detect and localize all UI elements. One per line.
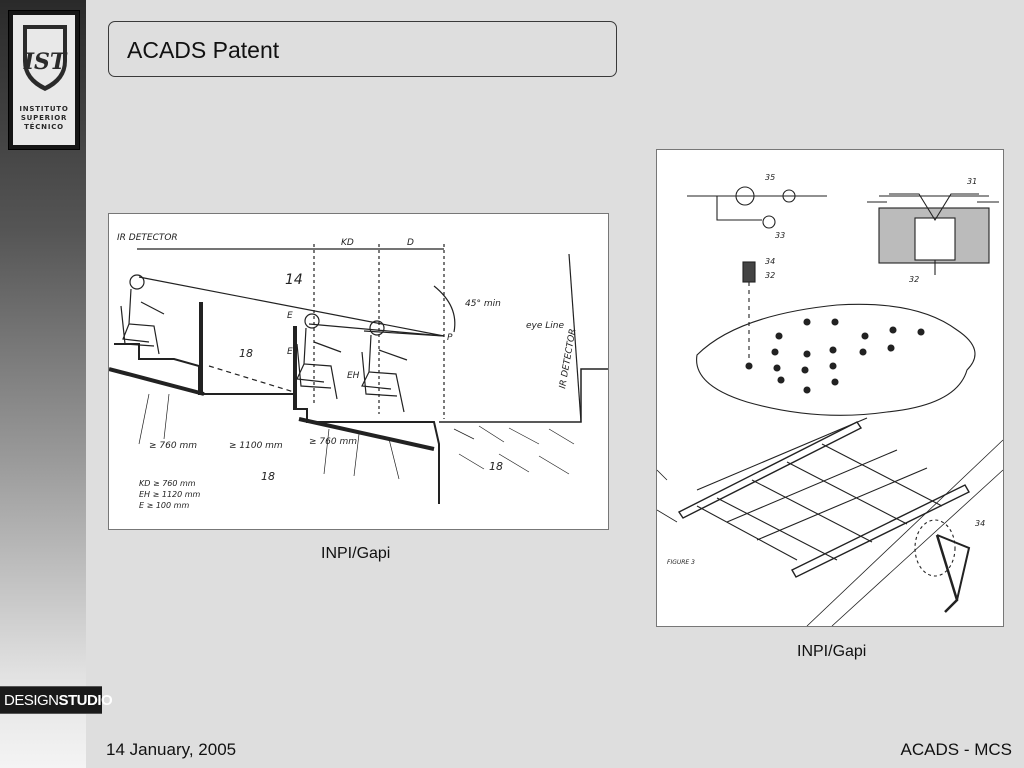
- caption-figure-2: INPI/Gapi: [797, 643, 867, 660]
- shield-icon: IST: [23, 25, 68, 91]
- slide-title: ACADS Patent: [127, 37, 280, 63]
- label-18-b: 18: [261, 470, 275, 483]
- sensor-section: [867, 193, 999, 275]
- floor-slab-2: [298, 417, 435, 451]
- label-32-a: 32: [909, 275, 919, 284]
- ground-line: [439, 368, 608, 423]
- dashed-line: [208, 365, 295, 393]
- floor-slab-1: [109, 367, 205, 396]
- person-figure-2: [296, 313, 342, 400]
- label-e-1: E: [287, 311, 293, 321]
- label-figure-3: FIGURE 3: [667, 559, 695, 566]
- label-ir-detector-side: IR DETECTOR: [558, 328, 578, 390]
- note-line: EH ≥ 1120 mm: [139, 490, 201, 499]
- angle-arc: [433, 285, 456, 333]
- logo-monogram: IST: [23, 49, 68, 75]
- person-figure-1: [120, 274, 165, 355]
- label-kd: KD: [341, 238, 354, 248]
- label-dim-3: ≥ 760 mm: [309, 437, 357, 447]
- rail-grid: [677, 417, 970, 578]
- footer-date: 14 January, 2005: [106, 740, 237, 759]
- label-32-b: 32: [765, 271, 775, 280]
- caption-figure-1: INPI/Gapi: [321, 545, 391, 562]
- note-line: KD ≥ 760 mm: [139, 479, 196, 488]
- footer-course: ACADS - MCS: [900, 740, 1012, 759]
- ground-hatch: [453, 425, 575, 475]
- designstudio-badge: DESIGNSTUDIO: [0, 686, 113, 714]
- label-eye-line: eye Line: [526, 321, 564, 331]
- label-34-b: 34: [975, 519, 985, 528]
- sensor-holes: [745, 318, 925, 394]
- support-lines: [138, 393, 400, 480]
- sensor-34: [742, 261, 756, 360]
- sidebar: IST INSTITUTO SUPERIOR TÉCNICO: [0, 0, 86, 768]
- lever-mechanism: [914, 519, 971, 613]
- label-18-a: 18: [239, 347, 253, 360]
- logo-line: INSTITUTO: [19, 105, 69, 113]
- label-33: 33: [775, 231, 785, 240]
- label-35: 35: [765, 173, 775, 182]
- ramp-line-2: [831, 469, 1003, 626]
- label-angle: 45° min: [465, 299, 501, 309]
- label-18-c: 18: [489, 460, 503, 473]
- circuit-diagram: [687, 186, 827, 229]
- badge-part-studio: STUDIO: [58, 692, 113, 709]
- label-dim-1: ≥ 760 mm: [149, 441, 197, 451]
- floor-slab: [696, 303, 976, 416]
- auditorium-drawing: IR DETECTOR KD D 14 45° min eye Line P I…: [109, 233, 608, 510]
- patent-sketch-auditorium: IR DETECTOR KD D 14 45° min eye Line P I…: [108, 213, 609, 530]
- patent-sketch-detector: 35 33 31 32 34 32 34 FIGURE 3: [656, 149, 1004, 627]
- sight-line-3: [363, 330, 445, 337]
- detector-side-line: [568, 253, 582, 423]
- ramp-line: [806, 439, 1003, 626]
- ist-logo: IST INSTITUTO SUPERIOR TÉCNICO: [8, 10, 80, 150]
- person-figure-3: [361, 320, 408, 413]
- label-d: D: [407, 238, 414, 248]
- note-line: E ≥ 100 mm: [139, 501, 189, 510]
- logo-panel: IST INSTITUTO SUPERIOR TÉCNICO: [13, 15, 75, 145]
- logo-line: SUPERIOR: [20, 114, 68, 122]
- sight-line: [138, 276, 445, 337]
- label-14: 14: [285, 272, 303, 288]
- label-ir-detector-top: IR DETECTOR: [117, 233, 178, 243]
- label-p: P: [447, 333, 453, 343]
- label-dim-2: ≥ 1100 mm: [229, 441, 283, 451]
- label-e-2: E: [287, 347, 293, 357]
- label-34-a: 34: [765, 257, 775, 266]
- badge-part-design: DESIGN: [4, 692, 59, 709]
- detector-drawing: 35 33 31 32 34 32 34 FIGURE 3: [657, 173, 1003, 626]
- title-box: ACADS Patent: [108, 21, 617, 77]
- logo-text: INSTITUTO SUPERIOR TÉCNICO: [13, 105, 75, 132]
- logo-line: TÉCNICO: [24, 123, 64, 131]
- edge-marks: [657, 469, 678, 523]
- label-eh: EH: [347, 371, 360, 381]
- label-31: 31: [967, 177, 977, 186]
